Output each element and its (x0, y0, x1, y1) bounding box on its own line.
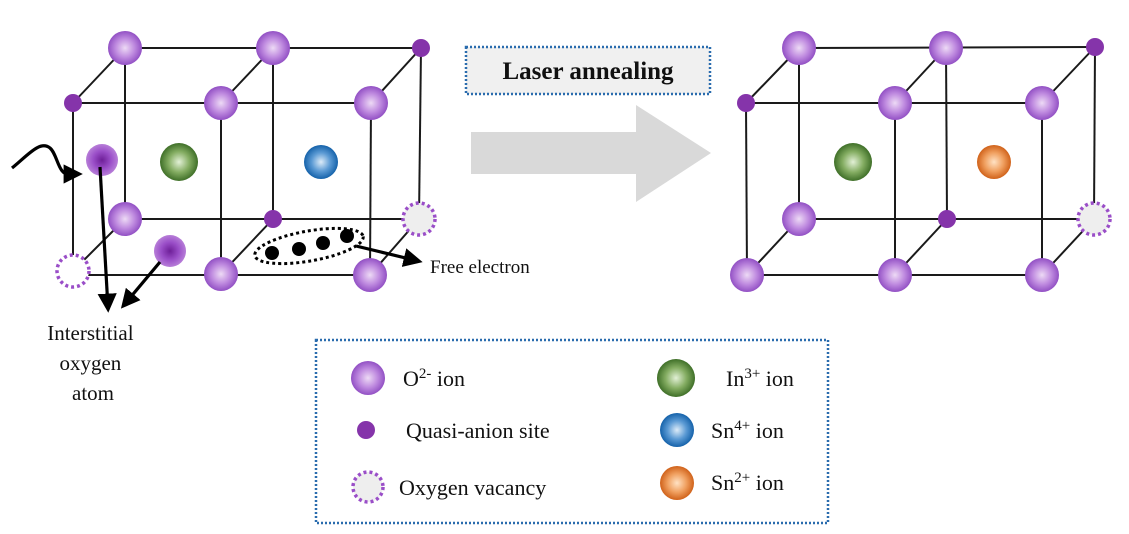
legend-label: Oxygen vacancy (399, 475, 546, 500)
legend-item-quasi: Quasi-anion site (357, 418, 550, 443)
interstitial-pointer-arrow (97, 166, 117, 313)
free-electron (340, 229, 354, 243)
oxygen-ion (108, 31, 142, 65)
legend-item-sn2: Sn2+ ion (660, 466, 784, 500)
legend-label: Quasi-anion site (406, 418, 550, 443)
legend-label-text: In (726, 366, 744, 391)
process-arrow-icon (471, 105, 711, 202)
free-electron (265, 246, 279, 260)
lattice-before (10, 31, 437, 313)
interstitial-label-line: atom (72, 381, 114, 405)
interstitial-label-line: oxygen (59, 351, 121, 375)
lattice-after-edges (745, 46, 1096, 276)
interstitial-label-line: Interstitial (47, 321, 133, 345)
legend-item-in3: In3+ ion (657, 359, 794, 397)
oxygen-ion (1025, 258, 1059, 292)
process-label-box (464, 45, 712, 96)
legend-label-text: Sn (711, 470, 734, 495)
quasi-anion-site (64, 94, 82, 112)
indium-ion-swatch (657, 359, 695, 397)
oxygen-vacancy (401, 201, 437, 237)
legend-item-sn4: Sn4+ ion (660, 413, 784, 447)
legend-label-suffix: ion (750, 470, 784, 495)
oxygen-ion (1025, 86, 1059, 120)
lattice-after (730, 31, 1112, 292)
oxygen-ion (782, 202, 816, 236)
legend-label: O2- ion (403, 366, 465, 391)
legend-label: Sn4+ ion (711, 418, 784, 443)
legend-label-suffix: ion (750, 418, 784, 443)
tin4-ion-swatch (660, 413, 694, 447)
legend-label-sup: 2+ (734, 470, 750, 486)
oxygen-ion (782, 31, 816, 65)
quasi-anion-site (1086, 38, 1104, 56)
legend-box (314, 338, 830, 525)
legend-label-text: Sn (711, 418, 734, 443)
process-label: Laser annealing (502, 58, 674, 85)
legend-label-text: O (403, 366, 419, 391)
oxygen-ion (256, 31, 290, 65)
quasi-anion-swatch (357, 421, 375, 439)
quasi-anion-site (938, 210, 956, 228)
legend-item-o2: O2- ion (351, 361, 465, 395)
oxygen-ion (929, 31, 963, 65)
interstitial-oxygen-atom (86, 144, 118, 176)
tin4-ion (304, 145, 338, 179)
tin2-ion (977, 145, 1011, 179)
oxygen-ion-swatch (351, 361, 385, 395)
legend-label-sup: 2- (419, 366, 432, 382)
oxygen-ion (204, 86, 238, 120)
free-electron-group (253, 226, 365, 266)
legend-item-vacancy: Oxygen vacancy (351, 470, 546, 504)
quasi-anion-site (264, 210, 282, 228)
oxygen-ion (730, 258, 764, 292)
free-electron-outline (253, 226, 365, 266)
oxygen-ion (354, 86, 388, 120)
free-electron (316, 236, 330, 250)
indium-ion (834, 143, 872, 181)
free-electron-label: Free electron (430, 257, 530, 278)
legend-label-sup: 3+ (744, 366, 760, 382)
legend-label-sup: 4+ (734, 418, 750, 434)
legend-label: In3+ ion (726, 366, 794, 391)
oxygen-ion (353, 258, 387, 292)
oxygen-ion (108, 202, 142, 236)
oxygen-vacancy (1076, 201, 1112, 237)
interstitial-pointer-arrow (120, 260, 162, 309)
oxygen-ion (204, 257, 238, 291)
interstitial-oxygen-atom (154, 235, 186, 267)
incoming-oxygen-wave-arrow (10, 144, 83, 184)
legend: O2- ion Quasi-anion site Oxygen vacancy … (314, 338, 830, 525)
legend-label: Sn2+ ion (711, 470, 784, 495)
oxygen-vacancy (55, 253, 91, 289)
quasi-anion-site (737, 94, 755, 112)
oxygen-ion (878, 258, 912, 292)
quasi-anion-site (412, 39, 430, 57)
process-step: Laser annealing (464, 45, 712, 202)
oxygen-ion (878, 86, 912, 120)
oxygen-vacancy-swatch (351, 470, 385, 504)
indium-ion (160, 143, 198, 181)
tin2-ion-swatch (660, 466, 694, 500)
interstitial-label: Interstitial oxygen atom (47, 321, 139, 405)
free-electron-pointer-arrow (355, 244, 423, 267)
legend-label-suffix: ion (431, 366, 465, 391)
free-electron (292, 242, 306, 256)
legend-label-suffix: ion (760, 366, 794, 391)
lattice-before-edges (72, 47, 422, 276)
